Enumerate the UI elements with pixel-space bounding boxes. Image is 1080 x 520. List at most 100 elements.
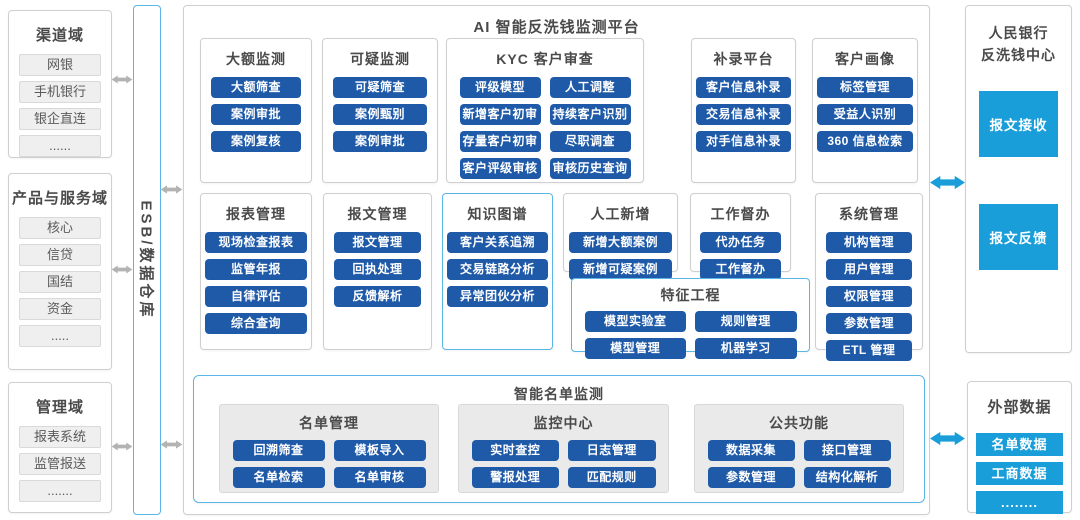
product-service-domain-box: 产品与服务域 核心信贷国结资金..... (8, 173, 112, 370)
esb-data-warehouse-bar: ESB/数据仓库 (133, 5, 161, 515)
module-item-list: 新增大额案例新增可疑案例 (564, 232, 677, 280)
feature-button: 客户关系追溯 (447, 232, 548, 253)
feature-button: 结构化解析 (803, 467, 891, 488)
group-list-management: 名单管理 回溯筛查模板导入名单检索名单审核 (219, 404, 439, 493)
module-title: 可疑监测 (350, 51, 410, 67)
feature-button: 标签管理 (817, 77, 913, 98)
feature-button: 规则管理 (695, 311, 797, 332)
feature-button: 回执处理 (333, 259, 422, 280)
feature-button: 权限管理 (825, 286, 913, 307)
module-title: 人工新增 (590, 206, 651, 222)
domain-item: 银企直连 (18, 108, 102, 130)
module-item-list: 客户信息补录交易信息补录对手信息补录 (692, 77, 795, 152)
module-item-list: 现场检查报表监管年报自律评估综合查询 (201, 232, 311, 334)
feature-button: 报文管理 (333, 232, 422, 253)
feature-button: 案例复核 (210, 131, 302, 152)
domain-title: 管理域 (35, 399, 84, 416)
feature-button: 案例甄别 (333, 104, 427, 125)
feature-button: 交易链路分析 (447, 259, 548, 280)
feature-button: 名单检索 (232, 467, 325, 488)
domain-item-list: 报表系统监管报送....... (9, 426, 111, 502)
feature-button: ETL 管理 (825, 340, 913, 361)
channel-domain-box: 渠道域 网银手机银行银企直连...... (8, 10, 112, 158)
feature-button: 反馈解析 (333, 286, 422, 307)
group-title: 名单管理 (299, 415, 359, 431)
domain-item: 资金 (18, 298, 102, 320)
module-item-list: 可疑筛查案例甄别案例审批 (323, 77, 437, 152)
feature-button: 新增可疑案例 (568, 259, 673, 280)
module-title: 系统管理 (839, 206, 899, 222)
external-data-title: 外部数据 (987, 399, 1052, 416)
feature-button: 新增客户初审 (459, 104, 541, 125)
feature-button: 尽职调查 (549, 131, 631, 152)
domain-item: ...... (18, 135, 102, 157)
feature-button: 异常团伙分析 (447, 286, 548, 307)
bidirectional-arrow-icon (930, 431, 965, 446)
bidirectional-arrow-icon (160, 185, 183, 194)
feature-button: 360 信息检索 (817, 131, 913, 152)
module-item-list: 评级模型人工调整新增客户初审持续客户识别存量客户初审尽职调查客户评级审核审核历史… (447, 77, 643, 179)
feature-button: 实时查控 (471, 440, 559, 461)
bidirectional-arrow-icon (160, 440, 183, 449)
feature-button: 数据采集 (707, 440, 795, 461)
domain-item: 国结 (18, 271, 102, 293)
message-feedback-box: 报文反馈 (979, 204, 1058, 270)
module-item-list: 报文管理回执处理反馈解析 (324, 232, 431, 307)
feature-button: 存量客户初审 (459, 131, 541, 152)
feature-button: 参数管理 (825, 313, 913, 334)
domain-item: ....... (18, 480, 102, 502)
group-common-functions: 公共功能 数据采集接口管理参数管理结构化解析 (694, 404, 904, 493)
bidirectional-arrow-icon (111, 265, 133, 274)
feature-button: 评级模型 (459, 77, 541, 98)
feature-button: 匹配规则 (568, 467, 656, 488)
bidirectional-arrow-icon (111, 442, 133, 451)
external-item-list: 名单数据工商数据........ (968, 433, 1071, 514)
feature-button: 模型实验室 (584, 311, 686, 332)
domain-title: 产品与服务域 (11, 190, 108, 207)
feature-button: 机器学习 (695, 338, 797, 359)
module-title: 客户画像 (835, 51, 895, 67)
group-title: 公共功能 (769, 415, 829, 431)
pbc-aml-center-box: 人民银行 反洗钱中心 报文接收 报文反馈 (965, 5, 1072, 353)
domain-item: 信贷 (18, 244, 102, 266)
domain-item-list: 网银手机银行银企直连...... (9, 54, 111, 157)
module-title: 知识图谱 (467, 206, 528, 222)
message-receive-box: 报文接收 (979, 91, 1058, 157)
domain-item: ..... (18, 325, 102, 347)
module-feature-engineering: 特征工程 模型实验室规则管理模型管理机器学习 (571, 278, 810, 359)
external-data-item: ........ (976, 491, 1063, 514)
module-message-management: 报文管理 报文管理回执处理反馈解析 (323, 193, 432, 350)
module-manual-add: 人工新增 新增大额案例新增可疑案例 (563, 193, 678, 280)
module-supplement-platform: 补录平台 客户信息补录交易信息补录对手信息补录 (691, 38, 796, 183)
module-item-list: 模型实验室规则管理模型管理机器学习 (572, 311, 809, 359)
management-domain-box: 管理域 报表系统监管报送....... (8, 382, 112, 513)
module-knowledge-graph: 知识图谱 客户关系追溯交易链路分析异常团伙分析 (442, 193, 553, 350)
platform-title: AI 智能反洗钱监测平台 (473, 19, 640, 36)
feature-button: 名单审核 (333, 467, 426, 488)
feature-button: 模板导入 (333, 440, 426, 461)
feature-button: 大额筛查 (210, 77, 302, 98)
module-work-supervision: 工作督办 代办任务工作督办 (690, 193, 791, 280)
feature-button: 自律评估 (205, 286, 307, 307)
esb-label: ESB/数据仓库 (137, 200, 155, 320)
module-title: KYC 客户审查 (496, 51, 594, 67)
external-data-item: 工商数据 (976, 462, 1063, 485)
domain-item: 手机银行 (18, 81, 102, 103)
domain-item: 网银 (18, 54, 102, 76)
feature-button: 模型管理 (584, 338, 686, 359)
smart-list-title: 智能名单监测 (514, 386, 604, 402)
feature-button: 回溯筛查 (232, 440, 325, 461)
feature-button: 机构管理 (825, 232, 913, 253)
feature-button: 持续客户识别 (549, 104, 631, 125)
feature-button: 对手信息补录 (696, 131, 791, 152)
feature-button: 参数管理 (707, 467, 795, 488)
group-item-list: 回溯筛查模板导入名单检索名单审核 (220, 440, 438, 488)
feature-button: 接口管理 (803, 440, 891, 461)
smart-list-monitoring-box: 智能名单监测 名单管理 回溯筛查模板导入名单检索名单审核 监控中心 实时查控日志… (193, 375, 925, 503)
domain-item: 报表系统 (18, 426, 102, 448)
